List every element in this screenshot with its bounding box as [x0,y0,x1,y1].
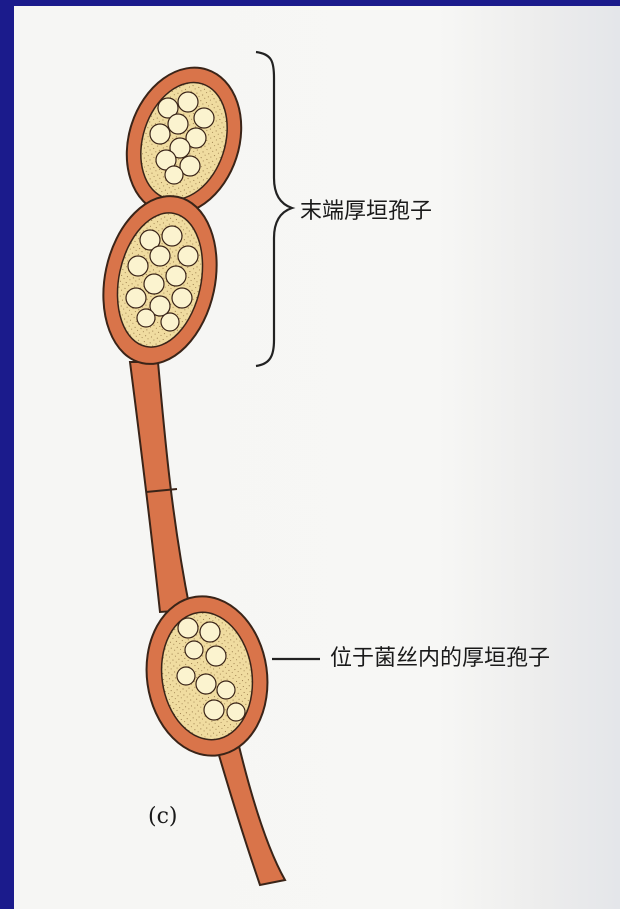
terminal-chlamydospore-label: 末端厚垣孢子 [300,201,432,223]
intercalary-chlamydospore-label: 位于菌丝内的厚垣孢子 [330,648,550,670]
intercalary-chlamydospore [136,588,277,763]
terminal-brace [256,52,292,366]
panel-label: (c) [148,806,178,828]
terminal-chlamydospore-lower [89,185,232,374]
